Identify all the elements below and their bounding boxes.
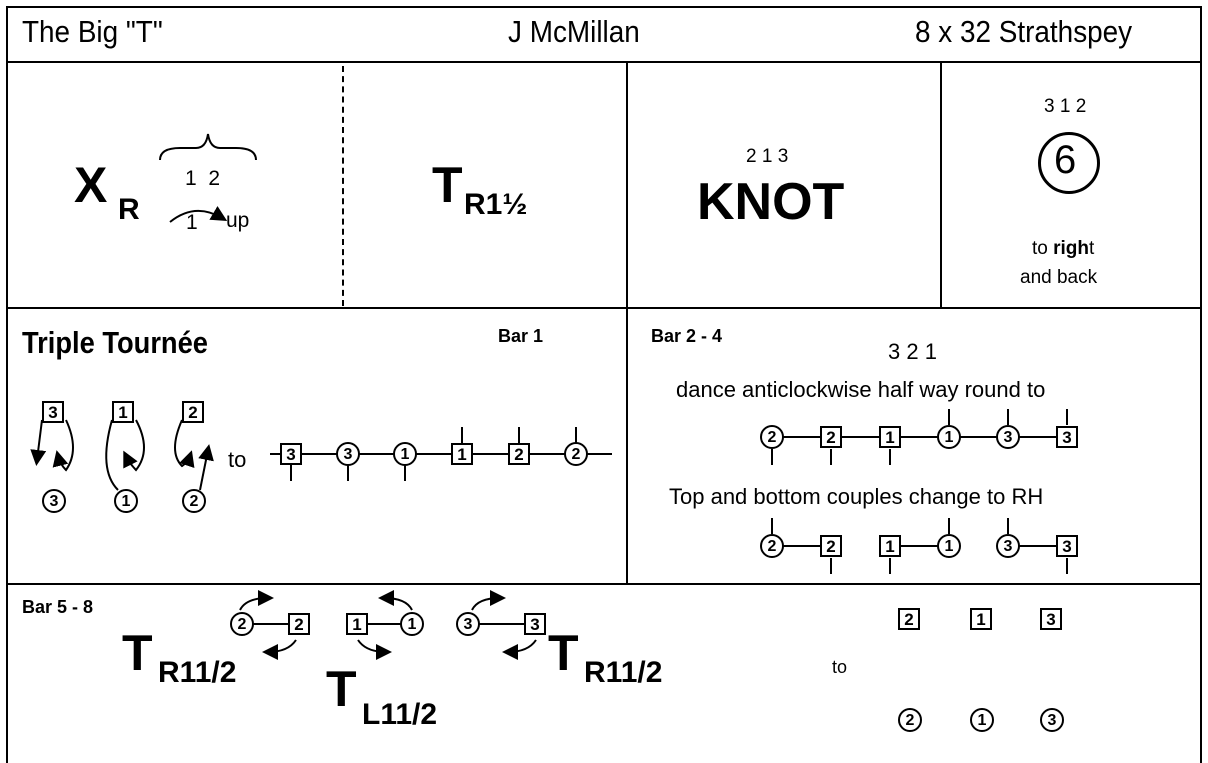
pair-square-1: 1: [346, 613, 368, 635]
knot-order: 2 1 3: [746, 146, 789, 167]
a-square-3: 3: [1056, 426, 1078, 448]
row1-divider: [6, 307, 1202, 309]
circle-six-line1-bold: righ: [1053, 238, 1090, 259]
pair-circle-3: 3: [456, 612, 480, 636]
dance-author: J McMillan: [508, 14, 640, 49]
line-square-1: 1: [451, 443, 473, 465]
circle-six-line2: and back: [1020, 267, 1098, 288]
b-circle-2: 2: [760, 534, 784, 558]
pair-square-2: 2: [288, 613, 310, 635]
row1-col-divider-b: [940, 61, 942, 309]
dance-title: The Big "T": [22, 14, 163, 49]
start-square-2: 2: [182, 401, 204, 423]
tournee-to-label: to: [228, 447, 247, 472]
turn-right-1: T: [122, 625, 153, 681]
line-circle-3: 3: [336, 442, 360, 466]
line-circle-2: 2: [564, 442, 588, 466]
pair-circle-1: 1: [400, 612, 424, 636]
circle-six-ring: [1038, 132, 1100, 194]
circle-six-line1-post: t: [1089, 238, 1095, 259]
bar1-label: Bar 1: [498, 326, 544, 346]
turn-left: T: [326, 661, 357, 717]
b-circle-1: 1: [937, 534, 961, 558]
row2-col-divider: [626, 307, 628, 585]
start-square-1: 1: [112, 401, 134, 423]
pair-square-3: 3: [524, 613, 546, 635]
end-square-3: 3: [1040, 608, 1062, 630]
cross-bottom-number: 1: [186, 211, 198, 234]
bar2-4-order: 3 2 1: [888, 339, 937, 364]
circle-six-line1-pre: to: [1032, 238, 1054, 259]
knot-label: KNOT: [697, 173, 845, 231]
header-divider: [6, 61, 1202, 63]
turn-right-2: T: [548, 625, 579, 681]
a-circle-1: 1: [937, 425, 961, 449]
triple-tournee-title: Triple Tournée: [22, 325, 208, 360]
circle-six-line1: to right: [1032, 239, 1094, 258]
row1-col-divider-a: [626, 61, 628, 309]
turn-symbol-subscript: R1½: [464, 188, 528, 221]
b-square-2: 2: [820, 535, 842, 557]
turn-left-subscript: L11/2: [362, 698, 438, 731]
circle-six-number: 6: [1054, 138, 1077, 182]
a-square-1: 1: [879, 426, 901, 448]
bar2-4-line1: dance anticlockwise half way round to: [676, 377, 1046, 402]
cross-symbol: X: [74, 157, 108, 213]
pair-circle-2: 2: [230, 612, 254, 636]
cross-up-label: up: [226, 209, 250, 232]
b-square-3: 3: [1056, 535, 1078, 557]
line-circle-1: 1: [393, 442, 417, 466]
bar2-4-line2: Top and bottom couples change to RH: [669, 484, 1044, 509]
cross-symbol-subscript: R: [118, 193, 140, 226]
end-circle-1: 1: [970, 708, 994, 732]
turn-symbol: T: [432, 157, 463, 213]
start-circle-1: 1: [114, 489, 138, 513]
a-square-2: 2: [820, 426, 842, 448]
line-square-2: 2: [508, 443, 530, 465]
row2-divider: [6, 583, 1202, 585]
start-circle-3: 3: [42, 489, 66, 513]
a-circle-3: 3: [996, 425, 1020, 449]
end-circle-3: 3: [1040, 708, 1064, 732]
start-circle-2: 2: [182, 489, 206, 513]
circle-six-order: 3 1 2: [1044, 96, 1087, 117]
b-circle-3: 3: [996, 534, 1020, 558]
b-square-1: 1: [879, 535, 901, 557]
dance-format: 8 x 32 Strathspey: [915, 14, 1133, 49]
end-square-1: 1: [970, 608, 992, 630]
row1-dashed-divider: [342, 66, 344, 306]
bar2-4-label: Bar 2 - 4: [651, 326, 723, 346]
end-circle-2: 2: [898, 708, 922, 732]
turn-right-1-subscript: R11/2: [158, 656, 237, 689]
bar5-8-label: Bar 5 - 8: [22, 597, 94, 617]
end-square-2: 2: [898, 608, 920, 630]
dance-card-frame: [6, 6, 1202, 763]
end-to-label: to: [832, 657, 848, 677]
start-square-3: 3: [42, 401, 64, 423]
cross-top-numbers: 1 2: [185, 167, 221, 190]
a-circle-2: 2: [760, 425, 784, 449]
line-square-3: 3: [280, 443, 302, 465]
turn-right-2-subscript: R11/2: [584, 656, 663, 689]
